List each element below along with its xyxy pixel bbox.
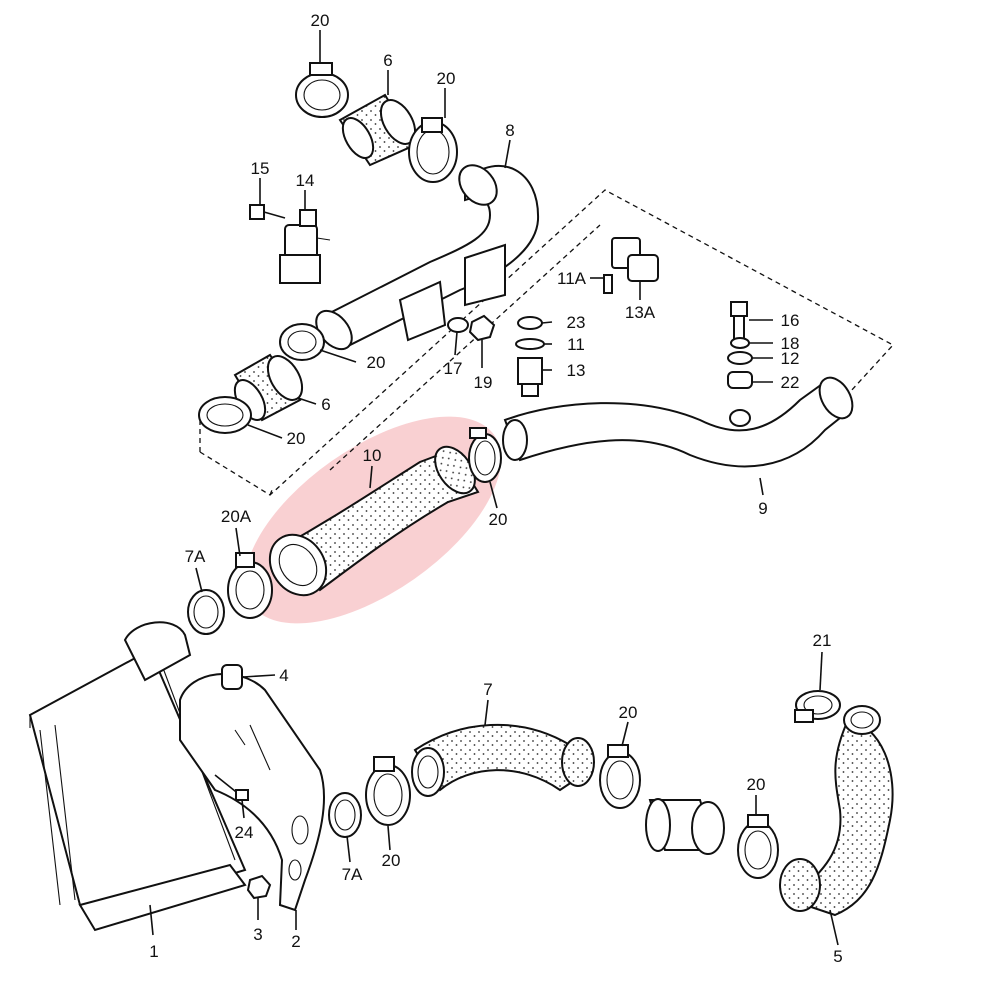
label-15: 15 (251, 159, 270, 178)
label-13a: 13A (625, 303, 656, 322)
valve-14 (279, 209, 331, 284)
nut-3 (246, 874, 272, 900)
leader-lines (149, 30, 839, 946)
label-20-hl: 20 (489, 510, 508, 529)
label-2: 2 (291, 932, 300, 951)
label-18: 18 (781, 334, 800, 353)
pipe-9 (502, 376, 854, 468)
sensor-13a (603, 237, 659, 294)
coupler (645, 798, 725, 855)
label-3: 3 (253, 925, 262, 944)
clamp-20-mid (279, 323, 325, 361)
label-1: 1 (149, 942, 158, 961)
label-17: 17 (444, 359, 463, 378)
hose-7 (411, 723, 595, 797)
label-20-mid: 20 (367, 353, 386, 372)
label-4: 4 (279, 666, 288, 685)
label-14: 14 (296, 171, 315, 190)
label-21: 21 (813, 631, 832, 650)
label-20-top-b: 20 (437, 69, 456, 88)
clamp-20-mid-b (198, 396, 252, 434)
label-19: 19 (474, 373, 493, 392)
washer-12 (727, 351, 753, 365)
clamp-20-top-b (408, 117, 458, 183)
seal-7a-top (187, 589, 225, 635)
label-11: 11 (567, 335, 585, 354)
washer-18 (730, 337, 750, 349)
pipe-8 (315, 164, 540, 351)
clamp-20-bottom (365, 756, 411, 826)
hose-10 (268, 445, 480, 597)
oring-11 (515, 338, 545, 350)
label-22: 22 (781, 373, 800, 392)
mount-4 (221, 664, 243, 690)
washer-17 (447, 317, 469, 333)
label-9: 9 (758, 499, 767, 518)
label-8: 8 (505, 121, 514, 140)
label-20-bottom: 20 (382, 851, 401, 870)
bushing-22 (727, 371, 753, 389)
label-11a: 11A (557, 269, 587, 288)
clamp-21 (794, 690, 841, 723)
label-20-lower-a: 20 (619, 703, 638, 722)
dashed-frame-lower (199, 224, 601, 496)
label-24: 24 (235, 823, 254, 842)
bolt-15 (249, 204, 286, 220)
label-7a-top: 7A (185, 547, 206, 566)
label-20-mid-b: 20 (287, 429, 306, 448)
hose-5 (779, 705, 894, 917)
clamp-20-top (295, 62, 349, 118)
label-6-mid: 6 (321, 395, 330, 414)
hose-6-mid (233, 353, 304, 422)
label-23: 23 (567, 313, 586, 332)
label-20-top: 20 (311, 11, 330, 30)
bolt-16 (730, 301, 748, 341)
label-16: 16 (781, 311, 800, 330)
intercooler-1 (28, 621, 247, 932)
sensor-13 (517, 357, 543, 397)
clamp-20a (227, 552, 273, 619)
clamp-20-lower-a (599, 744, 641, 809)
label-7: 7 (483, 680, 492, 699)
label-20-lower-b: 20 (747, 775, 766, 794)
label-7a-bottom: 7A (342, 865, 363, 884)
label-6-top: 6 (383, 51, 392, 70)
clamp-20-hl (468, 427, 502, 483)
label-10: 10 (363, 446, 382, 465)
label-5: 5 (833, 947, 842, 966)
label-13: 13 (567, 361, 586, 380)
dashed-frame-upper (199, 189, 895, 496)
seal-7a-bottom (328, 792, 362, 838)
nut-19 (468, 314, 496, 342)
label-20a: 20A (221, 507, 252, 526)
washer-23 (517, 316, 543, 330)
clamp-20-lower-b (737, 814, 779, 879)
label-12: 12 (781, 349, 800, 368)
hose-6-top (338, 93, 417, 167)
